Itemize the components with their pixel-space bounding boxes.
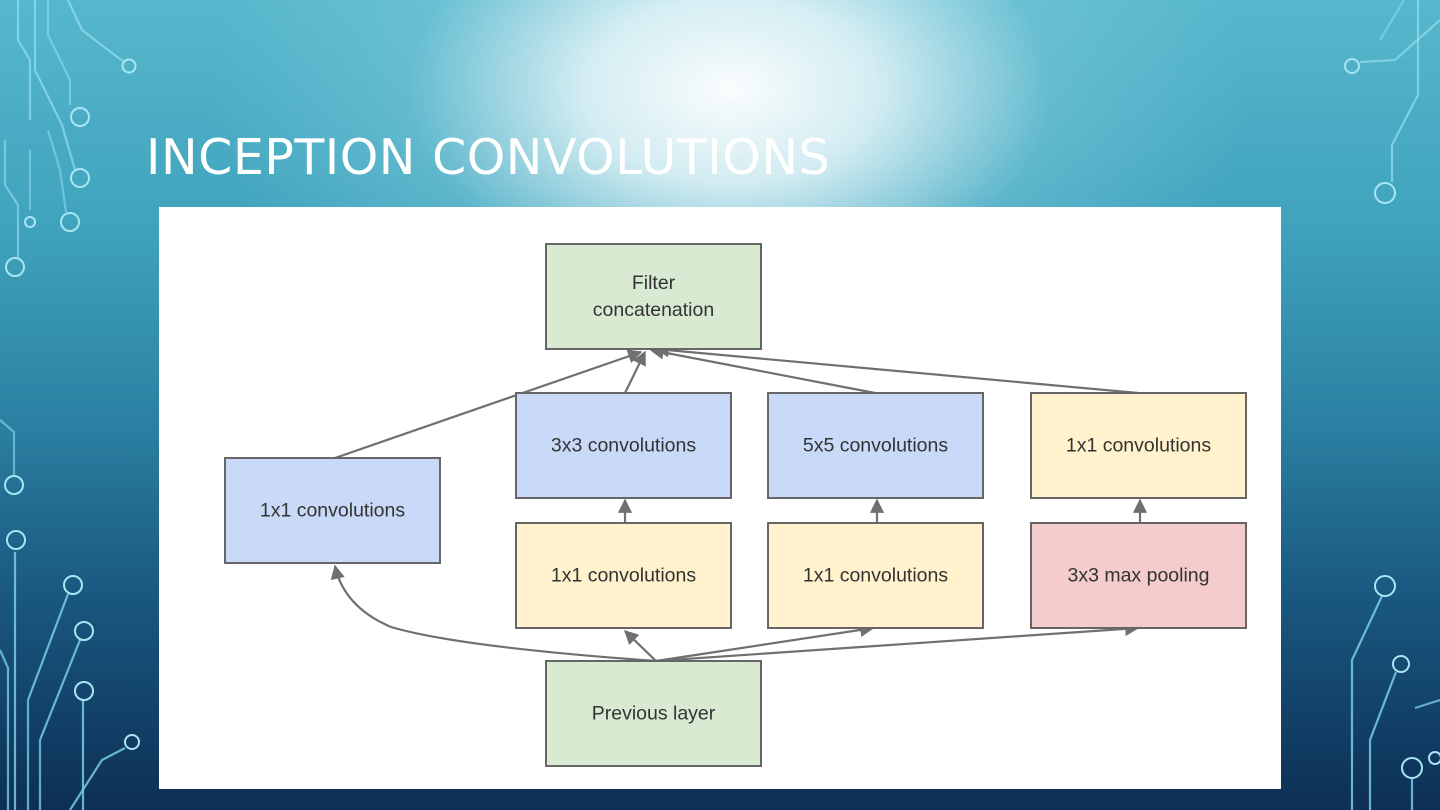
node-label-conv1x1-right-top: 1x1 convolutions — [1066, 435, 1212, 457]
node-label-previous-layer: Previous layer — [592, 703, 716, 725]
nodes-layer: Filter concatenation 1x1 convolutions 3x3 c… — [225, 244, 1246, 766]
circuit-lines-right — [1352, 0, 1440, 810]
node-label-filter-concat-line-1: Filter — [632, 272, 676, 294]
node-conv1x1-right-top: 1x1 convolutions — [1031, 393, 1246, 498]
node-conv1x1-mid-b: 1x1 convolutions — [768, 523, 983, 628]
edge-previous-layer-to-conv1x1-mid-a — [625, 631, 656, 661]
edge-previous-layer-to-maxpool3x3 — [656, 628, 1138, 661]
slide-title: INCEPTION CONVOLUTIONS — [146, 128, 830, 188]
edge-conv3x3-to-filter-concat — [625, 352, 645, 393]
edge-conv5x5-to-filter-concat — [651, 350, 875, 393]
node-conv3x3: 3x3 convolutions — [516, 393, 731, 498]
node-box-filter-concat — [546, 244, 761, 349]
node-conv1x1-mid-a: 1x1 convolutions — [516, 523, 731, 628]
node-conv1x1-left: 1x1 convolutions — [225, 458, 440, 563]
node-label-conv3x3: 3x3 convolutions — [551, 435, 697, 457]
node-label-conv1x1-mid-b: 1x1 convolutions — [803, 565, 949, 587]
circuit-lines-left — [0, 0, 125, 810]
edge-conv1x1-right-top-to-filter-concat — [656, 349, 1138, 393]
node-previous-layer: Previous layer — [546, 661, 761, 766]
diagram-figure: Filter concatenation 1x1 convolutions 3x3 c… — [159, 207, 1281, 789]
node-label-filter-concat-line-2: concatenation — [593, 299, 714, 321]
edge-previous-layer-to-conv1x1-mid-b — [656, 628, 873, 661]
node-label-conv1x1-left: 1x1 convolutions — [260, 500, 406, 522]
inception-module-diagram: Filter concatenation 1x1 convolutions 3x3 c… — [159, 207, 1281, 789]
node-label-conv1x1-mid-a: 1x1 convolutions — [551, 565, 697, 587]
node-maxpool3x3: 3x3 max pooling — [1031, 523, 1246, 628]
node-conv5x5: 5x5 convolutions — [768, 393, 983, 498]
node-filter-concat: Filter concatenation — [546, 244, 761, 349]
edges-layer — [335, 349, 1140, 661]
node-label-conv5x5: 5x5 convolutions — [803, 435, 949, 457]
node-label-maxpool3x3: 3x3 max pooling — [1067, 565, 1209, 587]
